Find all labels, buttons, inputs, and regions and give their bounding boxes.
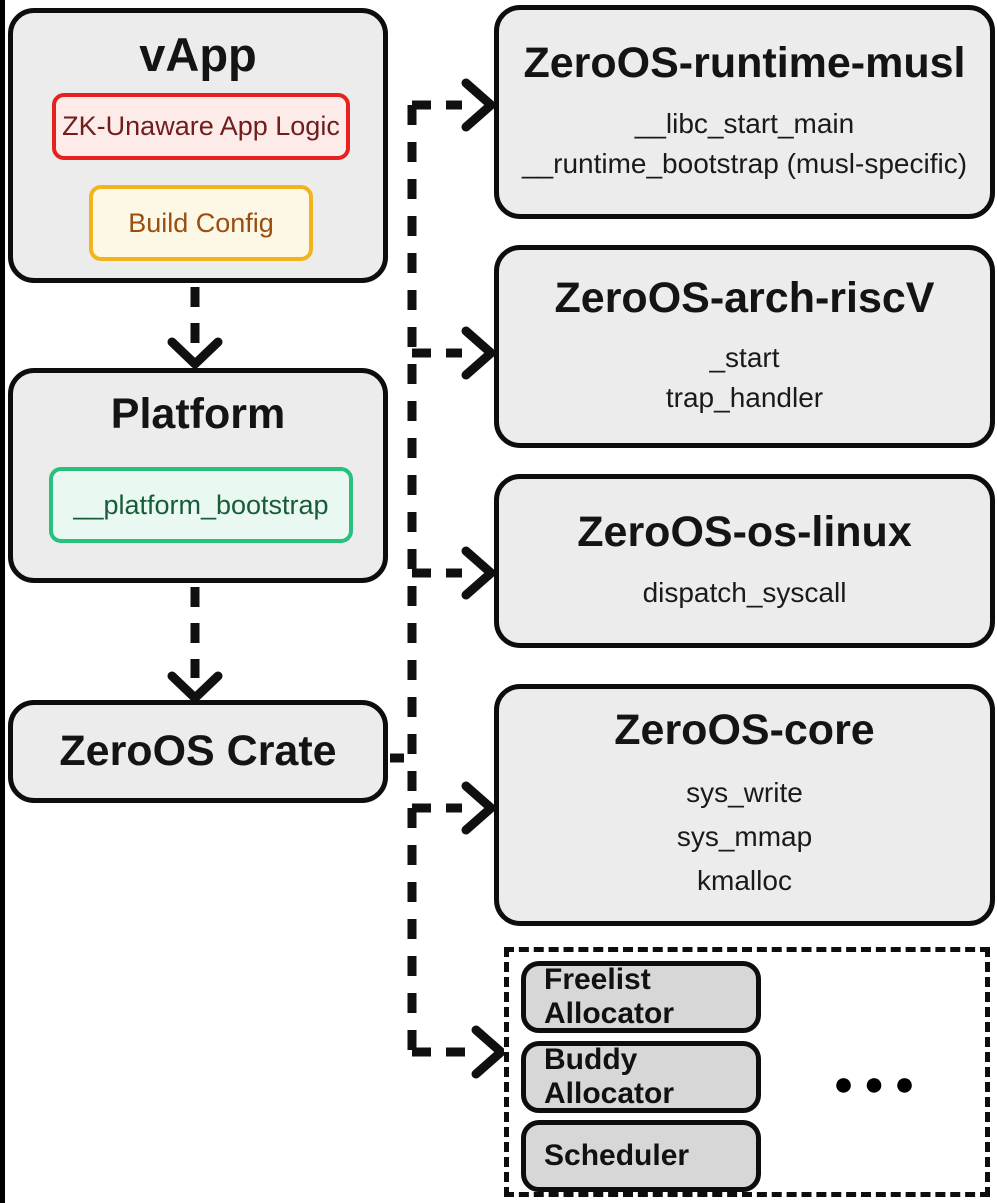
node-zeroos-crate: ZeroOS Crate [8, 700, 388, 803]
node-platform-title: Platform [110, 390, 286, 438]
left-edge-border [0, 0, 5, 1203]
node-line: kmalloc [697, 864, 792, 896]
node-zeroos-os-linux: ZeroOS-os-linux dispatch_syscall [494, 474, 995, 648]
node-line: __libc_start_main [634, 107, 855, 139]
node-zeroos-runtime-musl: ZeroOS-runtime-musl __libc_start_main __… [494, 5, 995, 219]
node-zeroos-runtime-musl-title: ZeroOS-runtime-musl [523, 39, 966, 88]
node-line: trap_handler [665, 382, 824, 414]
node-line: sys_mmap [676, 820, 813, 852]
chip-zk-unaware-app-logic: ZK-Unaware App Logic [52, 93, 350, 160]
chip-build-config: Build Config [89, 185, 313, 261]
arrow-to-os-linux [412, 546, 496, 600]
node-zeroos-os-linux-title: ZeroOS-os-linux [577, 508, 912, 557]
arrow-to-modules-group [412, 1025, 506, 1079]
arrow-to-arch-riscv [412, 326, 496, 380]
arrow-platform-to-crate [167, 587, 223, 703]
node-zeroos-crate-title: ZeroOS Crate [59, 726, 337, 775]
modules-group: Freelist Allocator Buddy Allocator Sched… [504, 947, 990, 1197]
node-line: sys_write [686, 776, 803, 808]
node-zeroos-arch-riscv: ZeroOS-arch-riscV _start trap_handler [494, 245, 995, 448]
arrow-vapp-to-platform [167, 287, 223, 369]
node-line: dispatch_syscall [642, 576, 847, 608]
chip-platform-bootstrap: __platform_bootstrap [49, 467, 353, 543]
node-zeroos-core-title: ZeroOS-core [614, 706, 875, 755]
ellipsis-more-modules: ●●● [833, 1065, 925, 1103]
node-zeroos-core: ZeroOS-core sys_write sys_mmap kmalloc [494, 684, 995, 926]
module-freelist-allocator: Freelist Allocator [521, 961, 761, 1033]
module-scheduler: Scheduler [521, 1120, 761, 1192]
node-vapp: vApp ZK-Unaware App Logic Build Config [8, 8, 388, 283]
node-zeroos-arch-riscv-title: ZeroOS-arch-riscV [554, 273, 935, 322]
arrow-to-core [412, 781, 496, 835]
module-buddy-allocator: Buddy Allocator [521, 1041, 761, 1113]
arrow-to-runtime-musl [412, 78, 496, 132]
node-platform: Platform __platform_bootstrap [8, 368, 388, 583]
node-line: _start [709, 342, 780, 374]
node-vapp-title: vApp [139, 28, 257, 81]
node-line: __runtime_bootstrap (musl-specific) [521, 147, 968, 179]
